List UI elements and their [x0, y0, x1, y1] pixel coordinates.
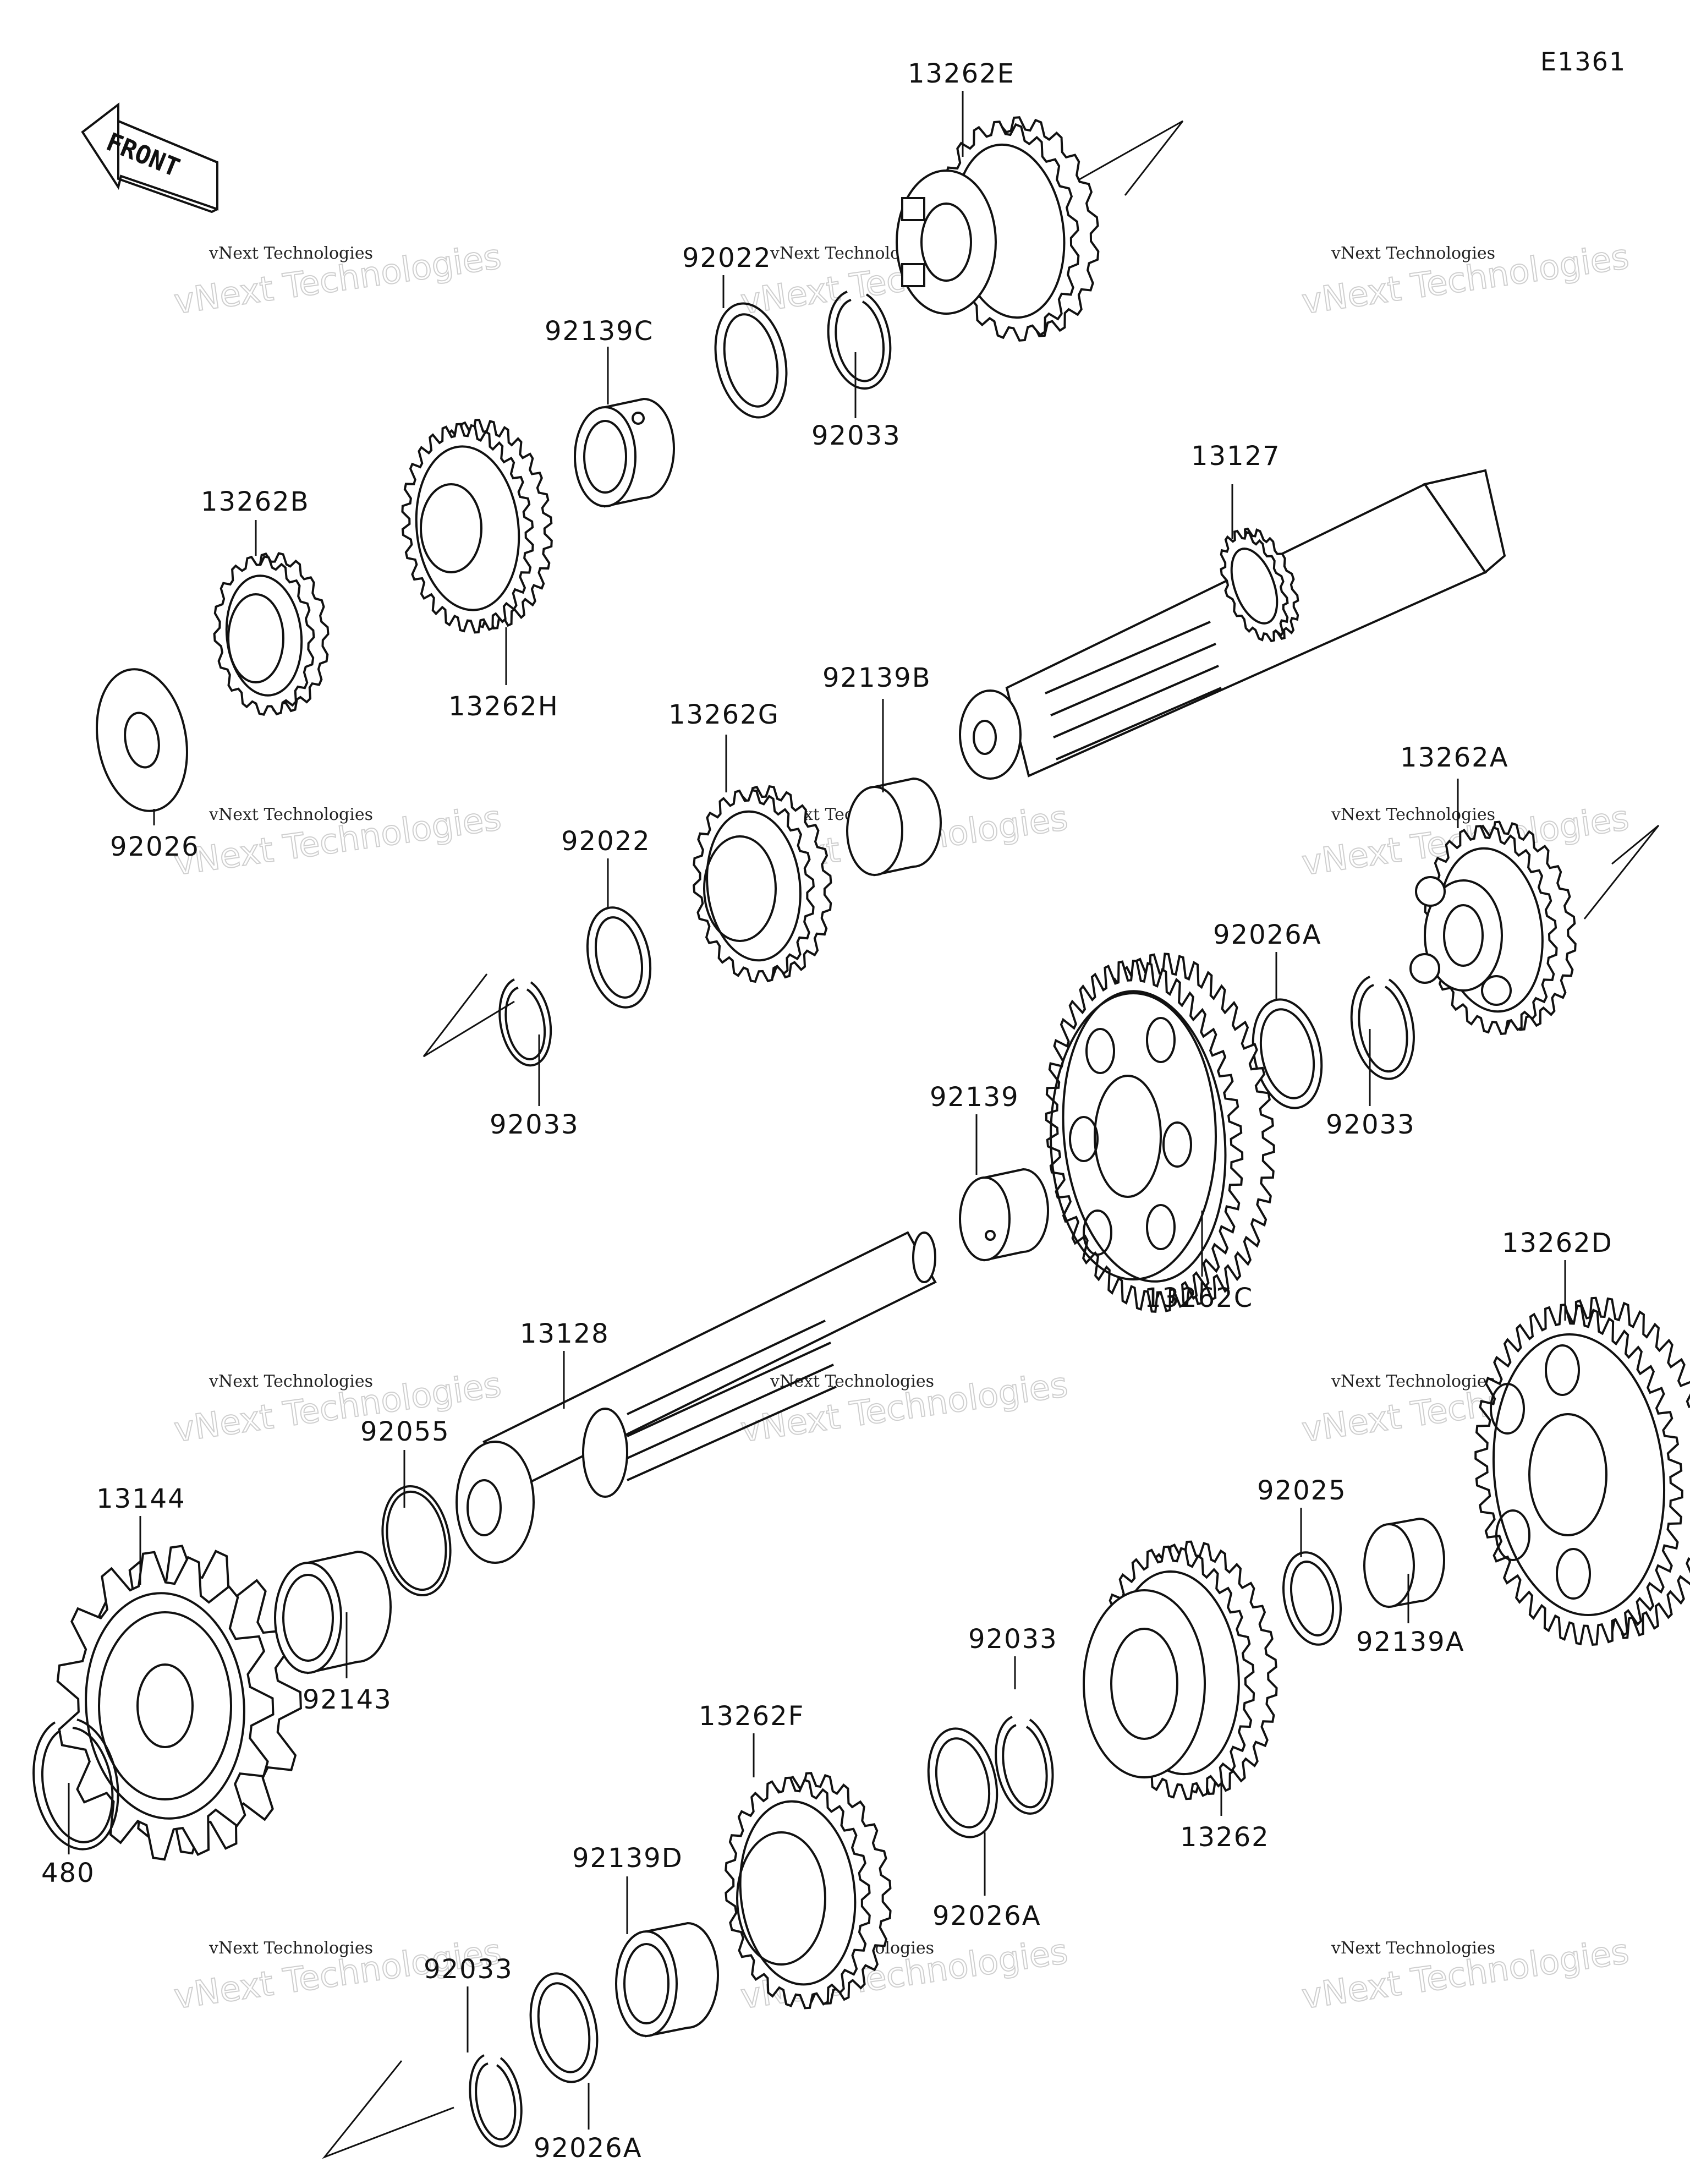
part-label-92033: 92033 [811, 420, 901, 451]
needle-bearing-92139D [615, 1922, 719, 2038]
gear-13262A [1409, 820, 1577, 1035]
part-label-92139: 92139 [930, 1082, 1019, 1113]
part-label-13262A: 13262A [1400, 742, 1509, 773]
part-label-13262E: 13262E [908, 58, 1015, 89]
watermark-text: vNext Technologies [208, 1939, 373, 1958]
washer-92026A-lower-middle [927, 1727, 998, 1838]
needle-bearing-92139C [574, 397, 675, 508]
part-label-13262G: 13262G [668, 699, 780, 730]
gear-13262C [1045, 953, 1275, 1313]
part-label-13262H: 13262H [448, 691, 559, 722]
bushing-92139A [1363, 1517, 1445, 1608]
front-direction-arrow: FRONT [81, 102, 218, 214]
watermark-text: vNext Technologies [1331, 244, 1495, 263]
parts-layer [32, 116, 1690, 2148]
circlip-92033-bottom [469, 2054, 523, 2148]
part-label-92025: 92025 [1257, 1475, 1347, 1506]
circlip-92033-top [827, 291, 892, 390]
part-label-92033: 92033 [490, 1109, 579, 1140]
watermark-text: vNext Technologies [1331, 1372, 1495, 1391]
part-label-92022: 92022 [682, 243, 772, 273]
part-label-92033: 92033 [968, 1624, 1058, 1655]
part-label-13128: 13128 [520, 1318, 610, 1349]
leader-lines [68, 91, 1566, 2130]
sprocket-13144 [56, 1545, 302, 1861]
washer-92022-top [714, 302, 788, 419]
watermark-text: vNext Technologies [1331, 805, 1495, 824]
washer-92026 [96, 668, 188, 812]
part-label-92022: 92022 [561, 826, 651, 857]
part-label-92026: 92026 [110, 831, 200, 862]
part-label-92033: 92033 [1326, 1109, 1415, 1140]
watermark-text: vNext Technologies [208, 244, 373, 263]
part-label-92139B: 92139B [822, 663, 931, 693]
watermark-text: vNext Technologies [208, 1372, 373, 1391]
bushing-92139B [846, 777, 942, 877]
part-label-92033: 92033 [424, 1954, 513, 1985]
part-label-92143: 92143 [303, 1684, 392, 1715]
diagram-code: E1361 [1540, 47, 1626, 76]
shaft-13127 [959, 469, 1506, 780]
gear-13262D [1474, 1296, 1690, 1646]
collar-92143 [274, 1550, 392, 1674]
part-label-92026A: 92026A [1213, 919, 1322, 950]
part-label-13262D: 13262D [1502, 1228, 1613, 1258]
part-label-92026A: 92026A [932, 1901, 1041, 1931]
part-label-13127: 13127 [1191, 441, 1281, 472]
circlip-480 [32, 1718, 119, 1851]
part-label-92026A: 92026A [534, 2133, 643, 2164]
gear-13262H [401, 418, 553, 634]
part-labels: 13262E 92022 92033 92139C 13127 13262B 1… [41, 58, 1613, 2164]
part-label-480: 480 [41, 1858, 95, 1889]
o-ring-92055 [381, 1485, 452, 1597]
part-label-13262: 13262 [1180, 1822, 1270, 1853]
circlip-92033-lower-right [995, 1716, 1054, 1815]
circlip-92033-right [1350, 976, 1415, 1080]
part-label-92055: 92055 [360, 1416, 450, 1447]
gear-13262E [896, 116, 1100, 342]
circlip-92033-middle-left [498, 978, 552, 1067]
watermark-text: vNext Technologies [1331, 1939, 1495, 1958]
part-label-92139D: 92139D [572, 1843, 683, 1874]
front-arrow-label: FRONT [102, 127, 184, 183]
gear-13262F [725, 1772, 892, 2010]
part-label-92139A: 92139A [1356, 1627, 1465, 1657]
part-label-13262B: 13262B [201, 486, 310, 517]
gear-13262B [213, 552, 330, 716]
shaft-13128 [456, 1231, 937, 1564]
gear-13262G [693, 785, 832, 983]
part-label-13262C: 13262C [1144, 1283, 1253, 1313]
washer-92026A-bottom [529, 1972, 599, 2083]
washer-92022-middle [586, 906, 652, 1009]
part-label-13144: 13144 [96, 1484, 186, 1514]
watermark-text: vNext Technologies [208, 805, 373, 824]
assembly-axis-lines [322, 120, 1660, 2159]
part-label-92139C: 92139C [545, 316, 654, 347]
part-label-13262F: 13262F [699, 1701, 804, 1732]
washer-92025 [1282, 1551, 1342, 1646]
gear-13262 [1083, 1540, 1278, 1800]
washer-92026A-right [1252, 998, 1323, 1109]
bushing-92139 [959, 1168, 1049, 1262]
